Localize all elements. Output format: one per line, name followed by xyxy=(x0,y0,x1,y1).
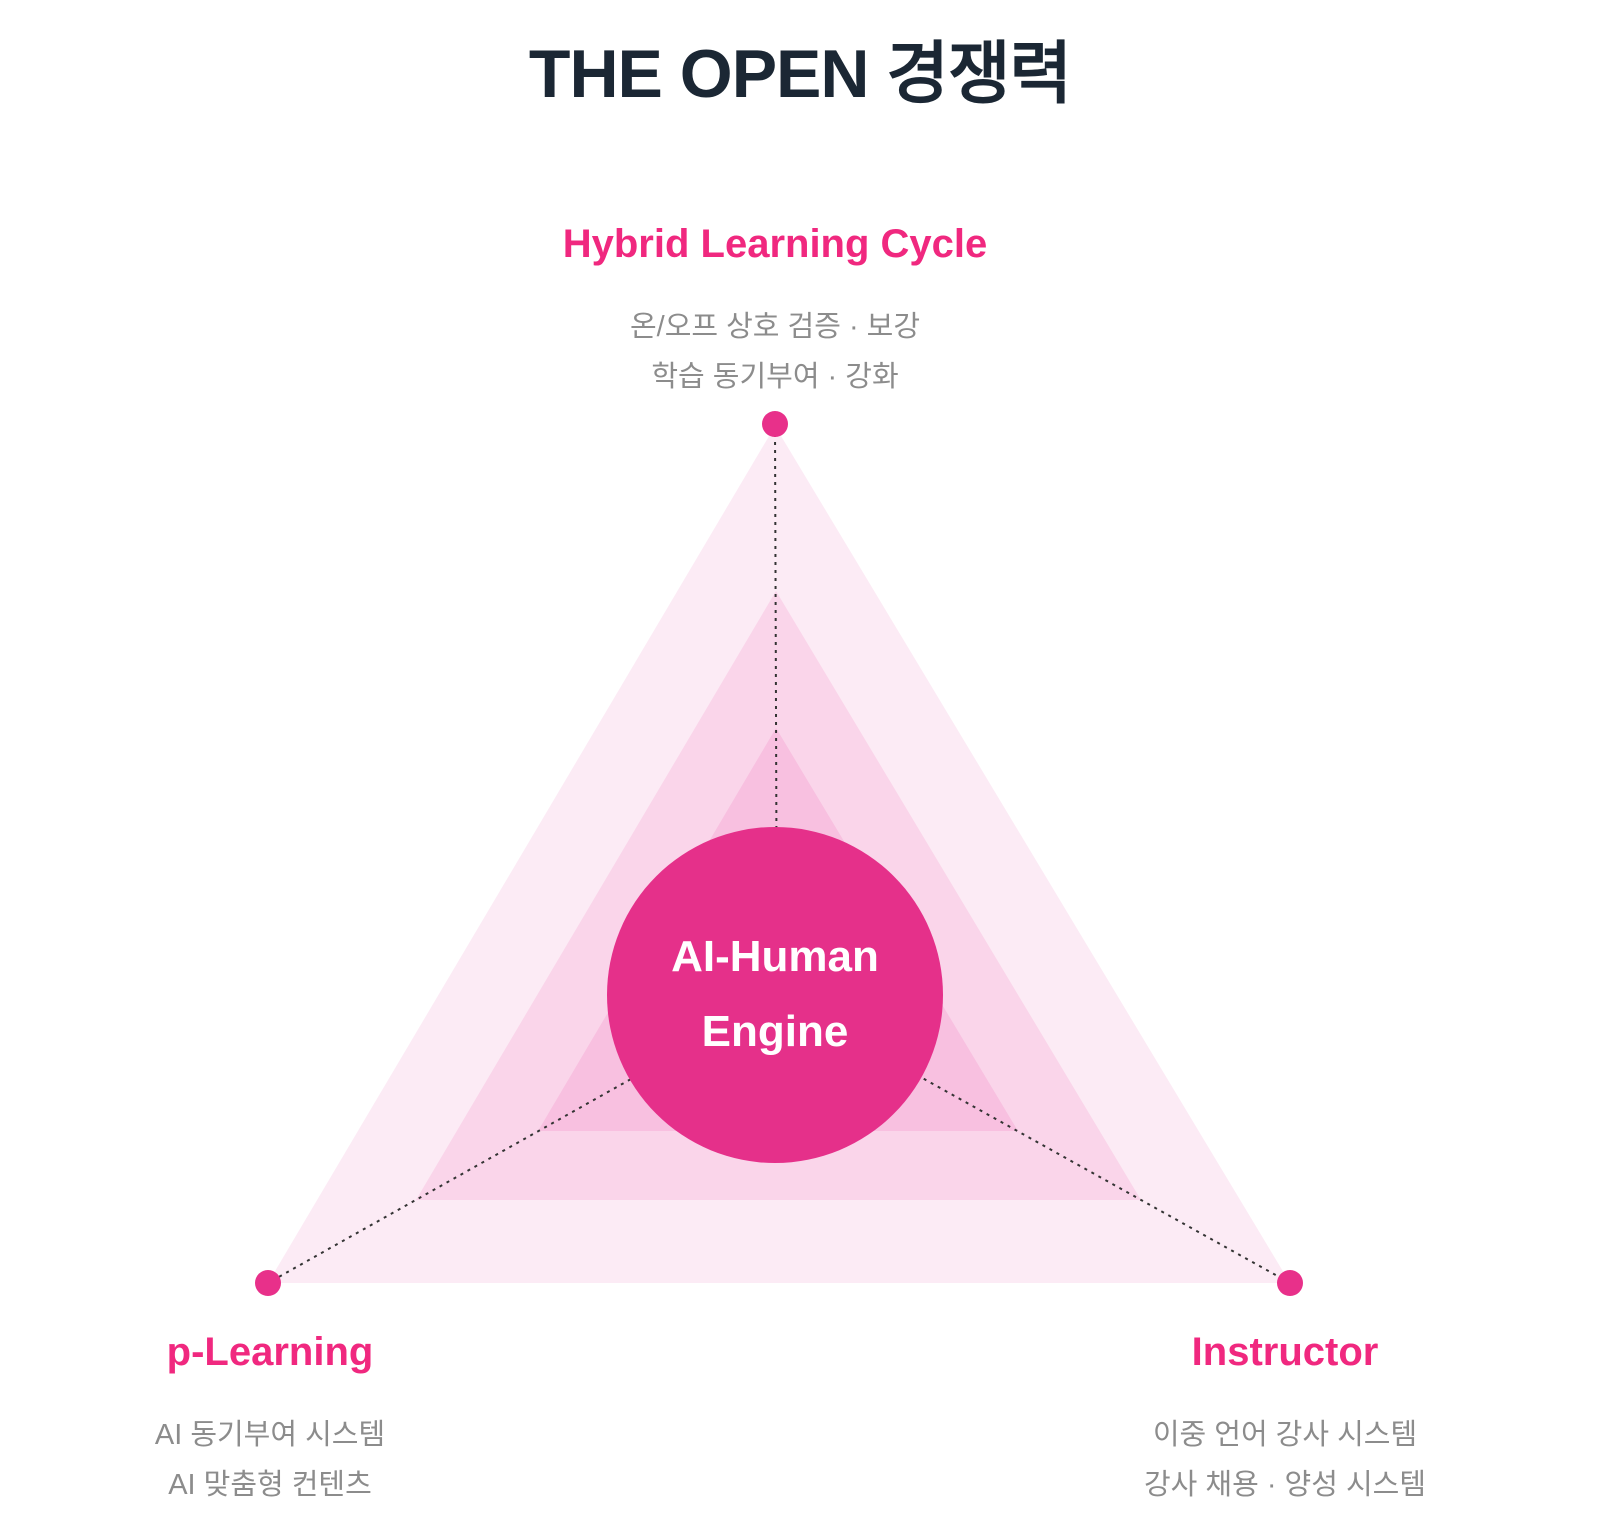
vertex-label-p-learning: p-Learning xyxy=(166,1330,374,1374)
vertex-desc-right-line1: 이중 언어 강사 시스템 xyxy=(1152,1419,1418,1451)
vertex-group-instructor: Instructor 이중 언어 강사 시스템 강사 채용 · 양성 시스템 xyxy=(1144,1330,1426,1511)
vertex-dot-left xyxy=(255,1270,281,1296)
center-engine-circle xyxy=(607,827,943,1163)
page-title: THE OPEN 경쟁력 xyxy=(528,36,1072,112)
center-engine-label-line2: Engine xyxy=(701,1007,849,1056)
vertex-group-p-learning: p-Learning AI 동기부여 시스템 AI 맞춤형 컨텐츠 xyxy=(155,1330,385,1511)
vertex-desc-top-line2: 학습 동기부여 · 강화 xyxy=(651,360,899,393)
vertex-label-instructor: Instructor xyxy=(1191,1330,1379,1374)
vertex-desc-p-learning: AI 동기부여 시스템 AI 맞춤형 컨텐츠 xyxy=(155,1411,385,1511)
vertex-dot-right xyxy=(1277,1270,1303,1296)
vertex-desc-right-line2: 강사 채용 · 양성 시스템 xyxy=(1143,1468,1427,1501)
vertex-label-hybrid-learning-cycle: Hybrid Learning Cycle xyxy=(562,222,988,266)
vertex-dot-top xyxy=(762,411,788,437)
vertex-desc-left-line2: AI 맞춤형 컨텐츠 xyxy=(168,1468,372,1501)
vertex-desc-hybrid-learning-cycle: 온/오프 상호 검증 · 보강 학습 동기부여 · 강화 xyxy=(563,303,988,403)
center-engine-label: AI-Human Engine xyxy=(671,920,879,1070)
center-engine-label-line1: AI-Human xyxy=(671,932,879,982)
vertex-desc-left-line1: AI 동기부여 시스템 xyxy=(154,1419,386,1451)
vertex-desc-instructor: 이중 언어 강사 시스템 강사 채용 · 양성 시스템 xyxy=(1144,1411,1426,1511)
vertex-group-hybrid-learning-cycle: Hybrid Learning Cycle 온/오프 상호 검증 · 보강 학습… xyxy=(563,222,988,403)
vertex-desc-top-line1: 온/오프 상호 검증 · 보강 xyxy=(629,311,921,343)
